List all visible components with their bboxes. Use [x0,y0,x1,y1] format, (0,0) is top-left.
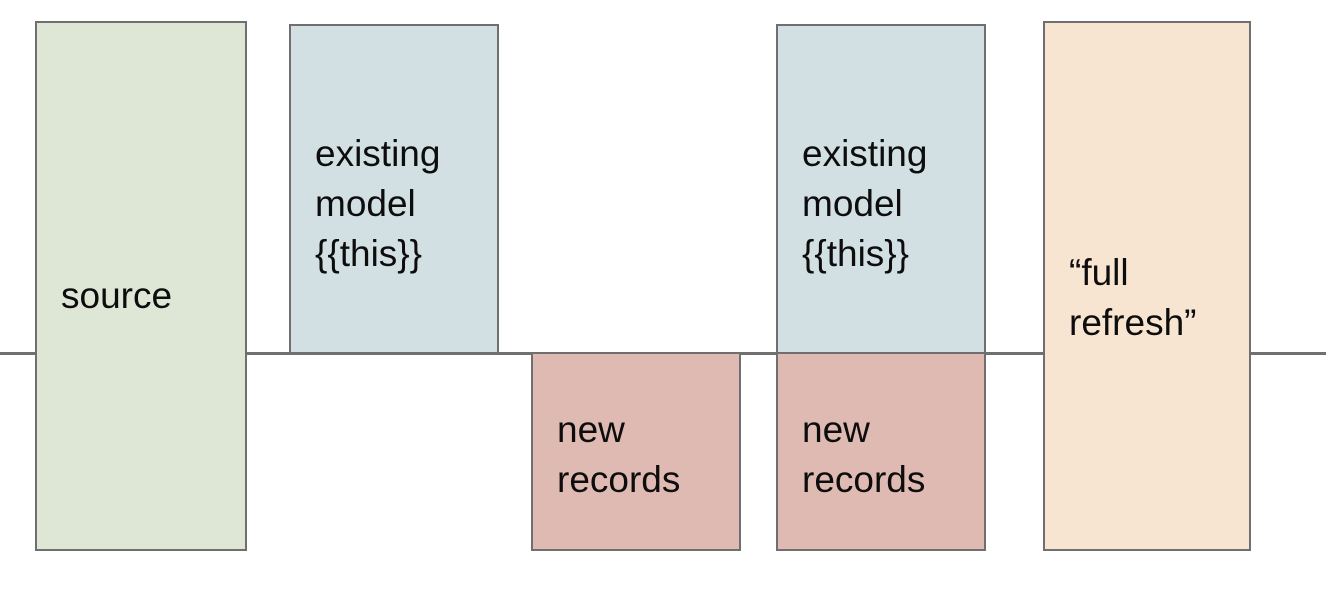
block-new-records-1[interactable]: new records [531,352,741,551]
block-existing-model-2-label: existing model {{this}} [802,133,928,274]
block-full-refresh-label: “full refresh” [1069,252,1197,343]
block-new-records-2-label: new records [802,409,926,500]
block-new-records-2[interactable]: new records [776,352,986,551]
block-source[interactable]: source [35,21,247,551]
block-new-records-1-label: new records [557,409,681,500]
block-existing-model-2[interactable]: existing model {{this}} [776,24,986,354]
block-existing-model-1[interactable]: existing model {{this}} [289,24,499,354]
block-existing-model-1-label: existing model {{this}} [315,133,441,274]
block-full-refresh[interactable]: “full refresh” [1043,21,1251,551]
block-source-label: source [61,275,173,316]
